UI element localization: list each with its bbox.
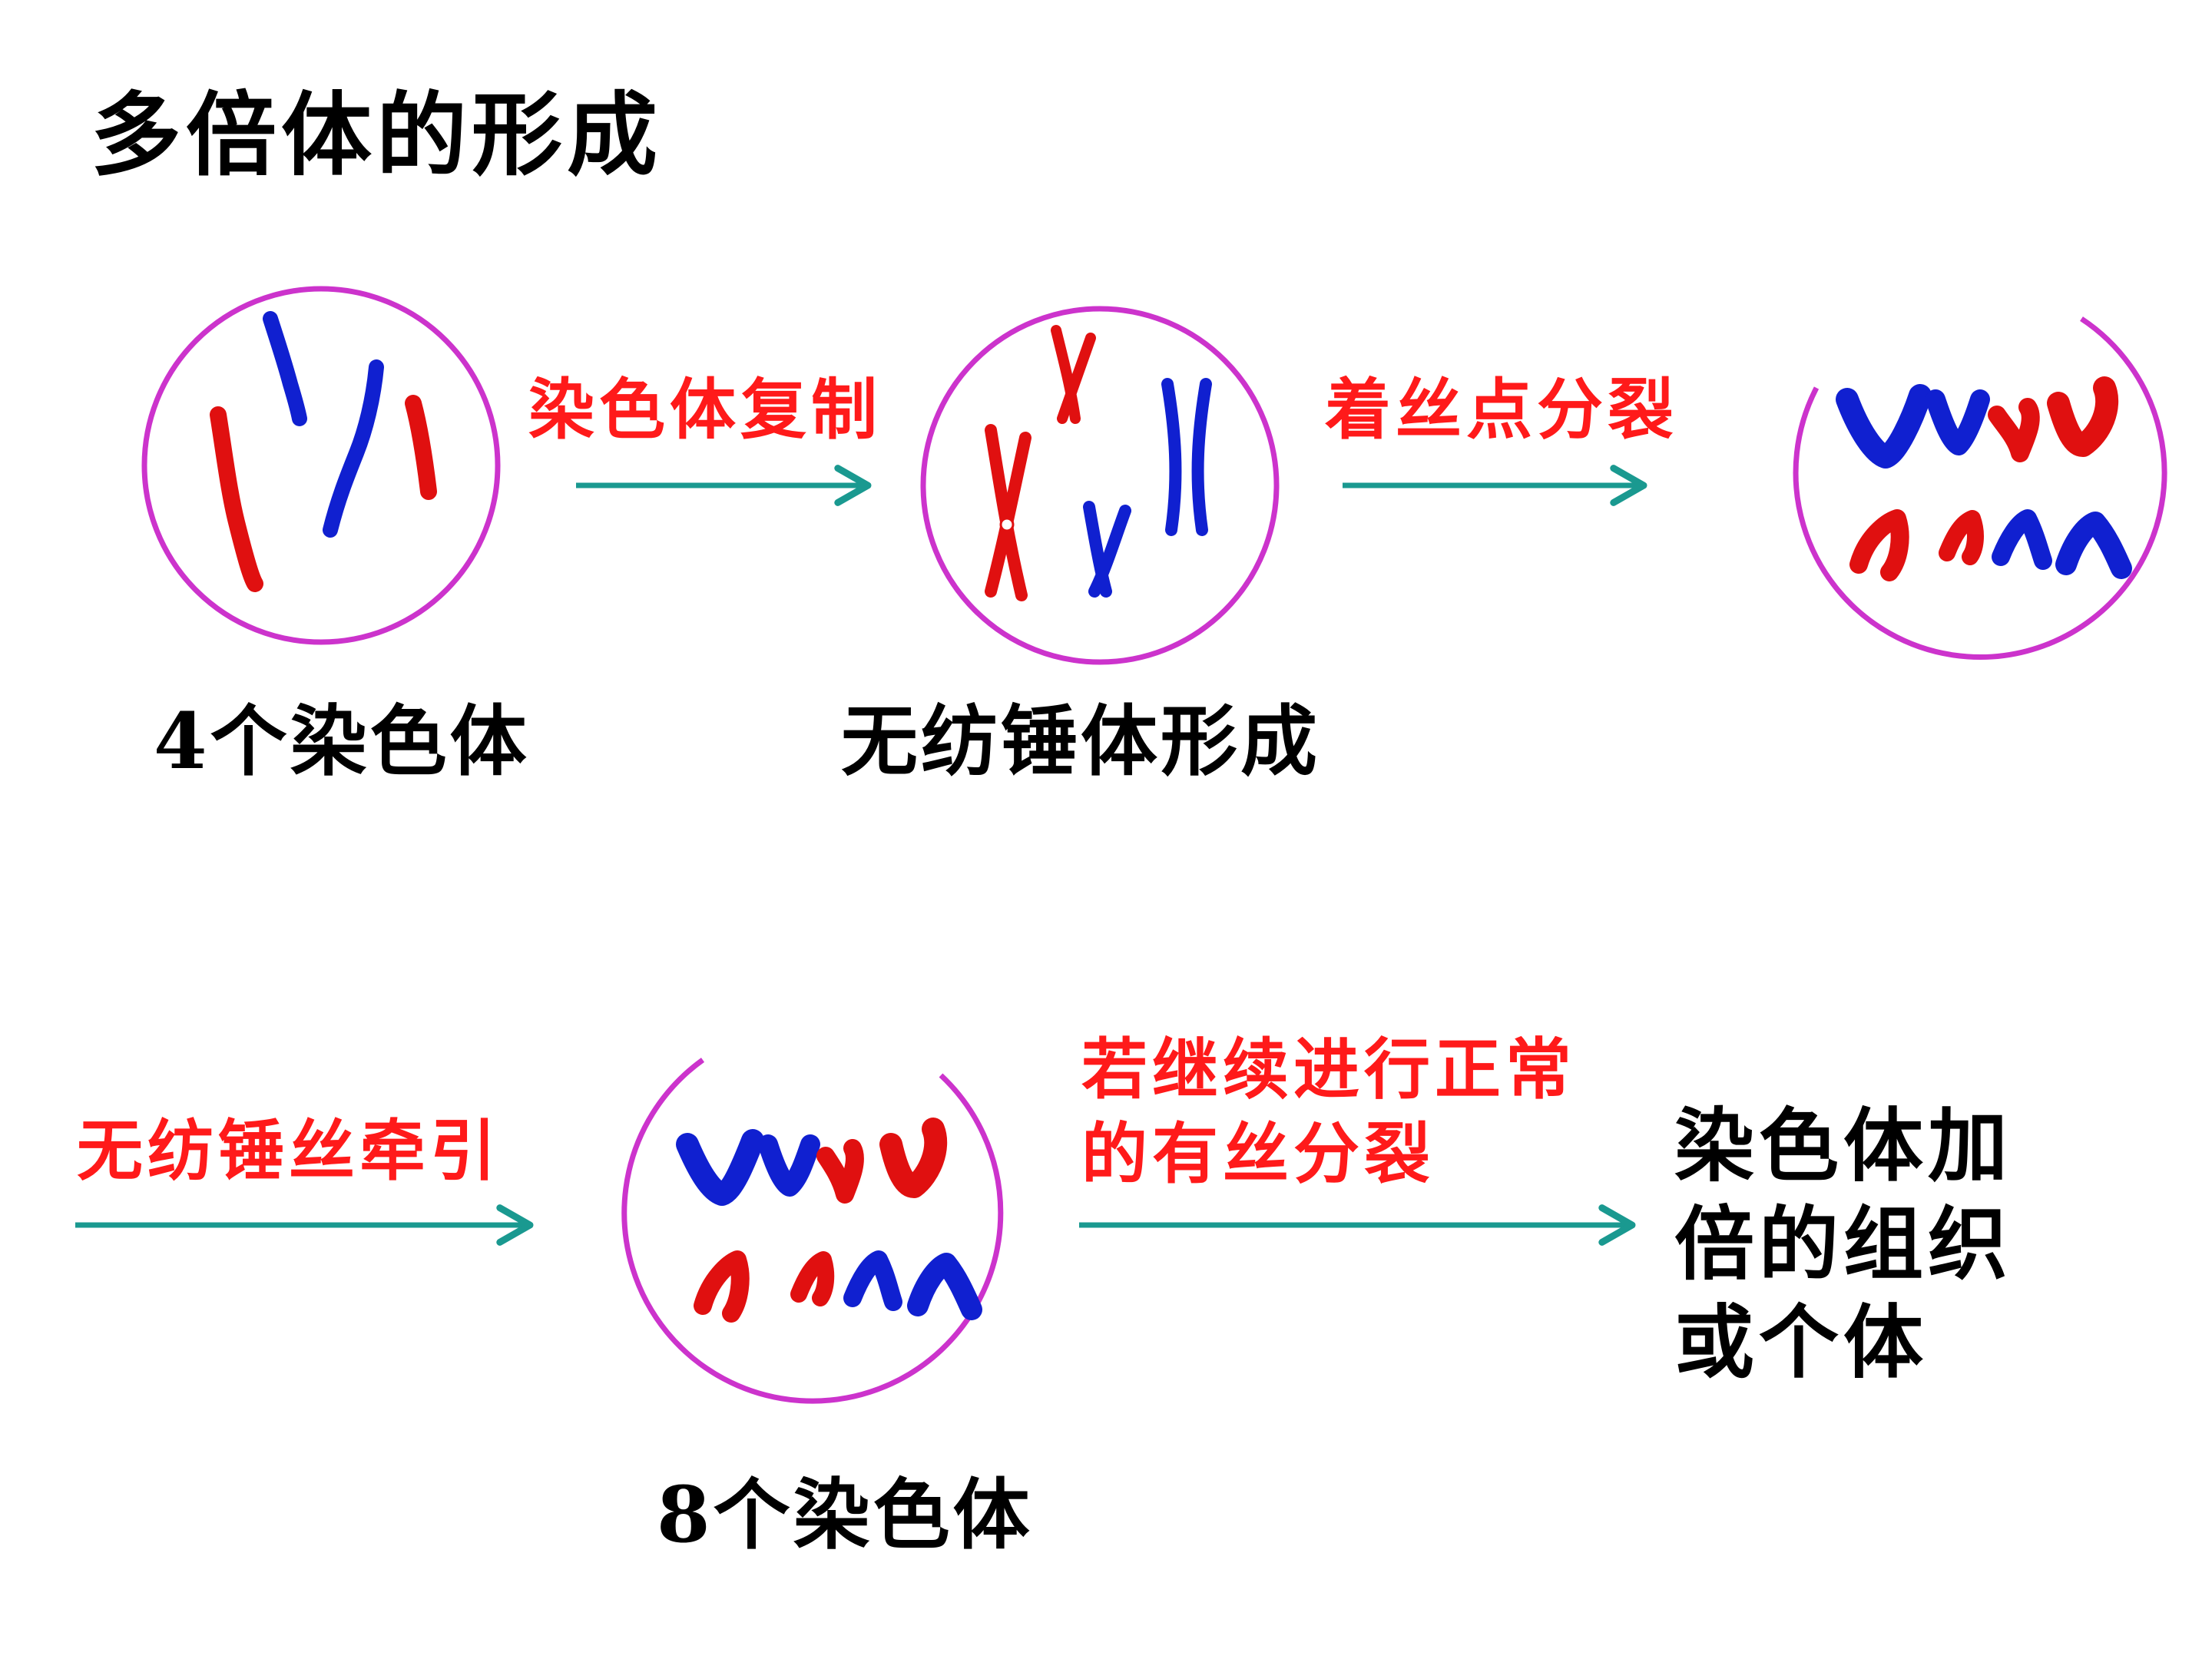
step-label-no-spindle-pull: 无纺锤丝牵引	[77, 1113, 501, 1190]
cell-1-caption: 4个染色体	[154, 696, 530, 786]
cell-4-chromatid-blue-1	[676, 1129, 764, 1206]
cell-3-chromatid-red-3	[1849, 509, 1909, 581]
cell-1-chromosome-red-long	[210, 406, 263, 592]
cell-2-caption: 无纺锤体形成	[841, 696, 1320, 786]
cell-3-chromatid-blue-1	[1836, 384, 1932, 469]
cell-4-caption: 8个染色体	[657, 1469, 1033, 1560]
cell-1-chromosome-red-short	[405, 395, 437, 500]
cell-1	[141, 286, 501, 645]
cell-1-membrane	[141, 286, 501, 645]
result-text: 染色体加 倍的组织 或个体	[1674, 1097, 2012, 1392]
cell-3-chromatid-red-4	[1939, 510, 1984, 565]
step-label-centromere-division: 着丝点分裂	[1325, 372, 1678, 449]
cell-2-chromosome-blue-small-x	[1083, 501, 1131, 598]
cell-4-chromatid-blue-2	[758, 1134, 820, 1197]
cell-3-chromatid-blue-2	[1926, 389, 1990, 455]
cell-2-chromosome-red-small-x	[1051, 325, 1096, 424]
cell-2-chromosome-blue-large-x	[1161, 378, 1212, 536]
cell-3-membrane	[1793, 316, 2167, 660]
cell-4	[621, 1058, 1004, 1404]
cell-4-membrane	[621, 1058, 1004, 1404]
cell-1-chromosome-blue-short	[263, 311, 307, 426]
cell-4-chromatid-red-1	[816, 1139, 864, 1204]
cell-3-chromatid-red-1	[1988, 398, 2040, 462]
cell-3-chromatid-blue-3	[1992, 509, 2052, 570]
step-label-normal-mitosis-line2: 的有丝分裂	[1081, 1116, 1435, 1193]
cell-3	[1793, 316, 2167, 660]
cell-3-chromatid-blue-4	[2055, 512, 2132, 579]
cell-2-chromosome-red-large-x	[985, 424, 1031, 601]
cell-2	[920, 306, 1280, 665]
result-line-3: 或个体	[1674, 1295, 1929, 1389]
result-line-2: 倍的组织	[1674, 1197, 2013, 1291]
cell-4-chromatid-red-4	[790, 1251, 835, 1306]
step-label-chromosome-replication: 染色体复制	[528, 372, 882, 449]
step-label-normal-mitosis: 若继续进行正常 的有丝分裂	[1081, 1028, 1576, 1197]
cell-4-chromatid-red-3	[694, 1250, 750, 1323]
cell-2-membrane	[920, 306, 1280, 665]
cell-3-chromatid-red-2	[2047, 376, 2119, 457]
cell-1-chromosome-blue-long	[323, 359, 384, 538]
cell-4-chromatid-blue-4	[907, 1253, 982, 1320]
page-title: 多倍体的形成	[91, 81, 663, 188]
step-label-normal-mitosis-line1: 若继续进行正常	[1081, 1031, 1576, 1108]
cell-4-chromatid-blue-3	[843, 1250, 902, 1311]
cell-4-chromatid-red-2	[879, 1118, 948, 1198]
result-line-1: 染色体加	[1674, 1098, 2013, 1193]
